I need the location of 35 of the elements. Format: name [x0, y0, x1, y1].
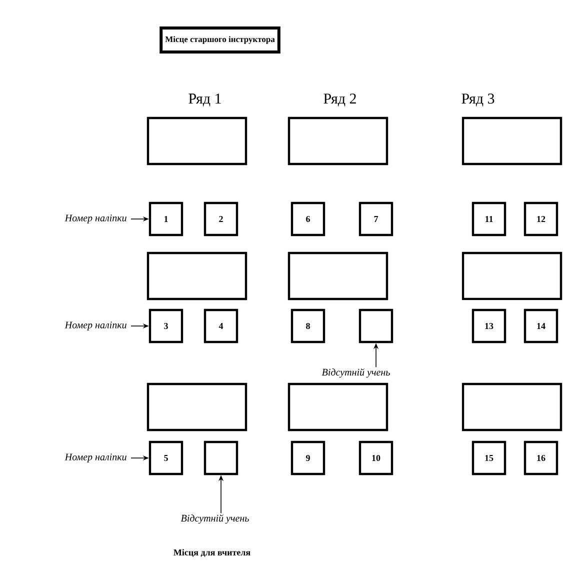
- sticker-box: 16: [524, 440, 558, 476]
- sticker-box: 10: [358, 440, 394, 476]
- sticker-box: 7: [358, 202, 394, 236]
- sticker-box: 13: [472, 308, 506, 344]
- sticker-box: 1: [148, 202, 184, 236]
- sticker-box: 3: [148, 308, 184, 344]
- desk-box: [288, 382, 388, 432]
- desk-box: [462, 116, 562, 166]
- absent-student-note: Відсутній учень: [322, 368, 390, 378]
- row-heading: Ряд 1: [188, 94, 221, 106]
- sticker-note: Номер наліпки: [64, 322, 126, 330]
- sticker-box: 4: [204, 308, 238, 344]
- desk-box: [288, 116, 388, 166]
- instructor-seat-box: Місце старшого інструктора: [160, 26, 280, 54]
- desk-box: [462, 252, 562, 300]
- teacher-seats-note: Місця для вчителя: [174, 549, 250, 557]
- absent-student-note: Відсутній учень: [180, 514, 249, 524]
- desk-box: [146, 116, 248, 166]
- empty-seat-box: [358, 308, 394, 344]
- sticker-box: 5: [148, 440, 184, 476]
- sticker-box: 14: [524, 308, 558, 344]
- sticker-box: 9: [290, 440, 326, 476]
- sticker-box: 15: [472, 440, 506, 476]
- desk-box: [288, 252, 388, 300]
- desk-box: [462, 382, 562, 432]
- desk-box: [146, 382, 248, 432]
- sticker-note: Номер наліпки: [64, 454, 126, 462]
- sticker-box: 11: [472, 202, 506, 236]
- sticker-box: 2: [204, 202, 238, 236]
- empty-seat-box: [204, 440, 238, 476]
- desk-box: [146, 252, 248, 300]
- sticker-box: 12: [524, 202, 558, 236]
- sticker-box: 6: [290, 202, 326, 236]
- sticker-note: Номер наліпки: [64, 214, 126, 224]
- sticker-box: 8: [290, 308, 326, 344]
